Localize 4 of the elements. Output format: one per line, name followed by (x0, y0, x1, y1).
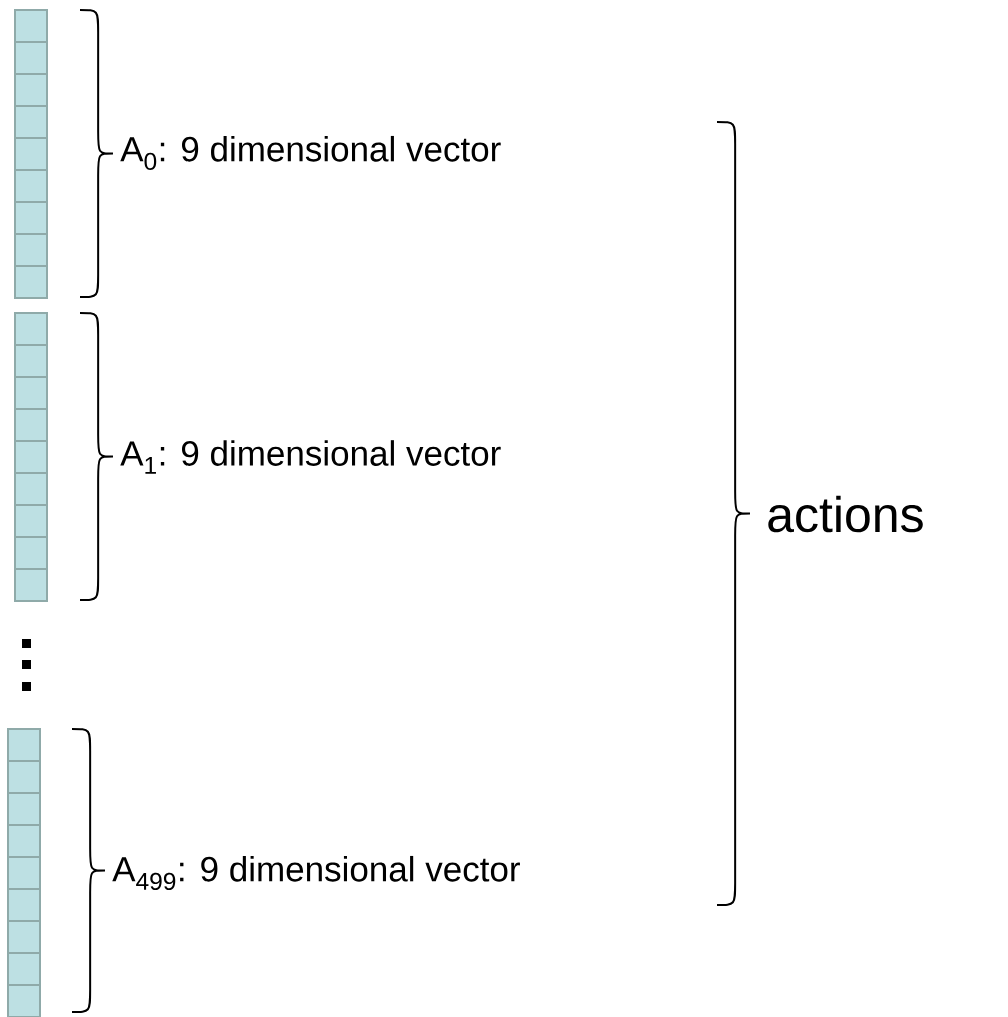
vector-label: A$_{1}$: 9 dimensional vector (120, 440, 501, 474)
vector-label: A$_{499}$: 9 dimensional vector (112, 855, 520, 891)
actions-label: actions (768, 495, 923, 533)
vector-label: A$_{0}$: 9 dimensional vector (120, 135, 501, 171)
